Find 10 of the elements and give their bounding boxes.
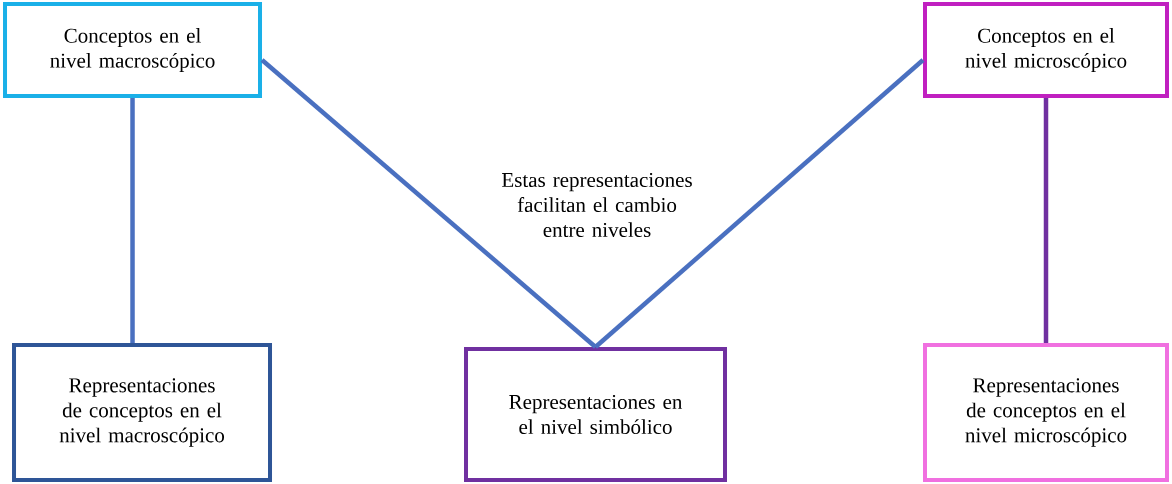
concept-box: Representaciones de conceptos en el nivel macroscópico	[12, 343, 272, 482]
concept-box: Conceptos en el nivel macroscópico	[3, 2, 262, 98]
note-text: Estas representaciones facilitan el cambio entre niveles	[502, 172, 692, 238]
connector-line	[260, 58, 597, 349]
concept-box: Representaciones en el nivel simbólico	[464, 347, 727, 482]
concept-box: Representaciones de conceptos en el nivel microscópico	[923, 343, 1169, 482]
connector-line	[130, 98, 135, 343]
concept-box: Conceptos en el nivel microscópico	[923, 2, 1169, 98]
connector-line	[594, 58, 925, 349]
connector-line	[1043, 98, 1049, 343]
